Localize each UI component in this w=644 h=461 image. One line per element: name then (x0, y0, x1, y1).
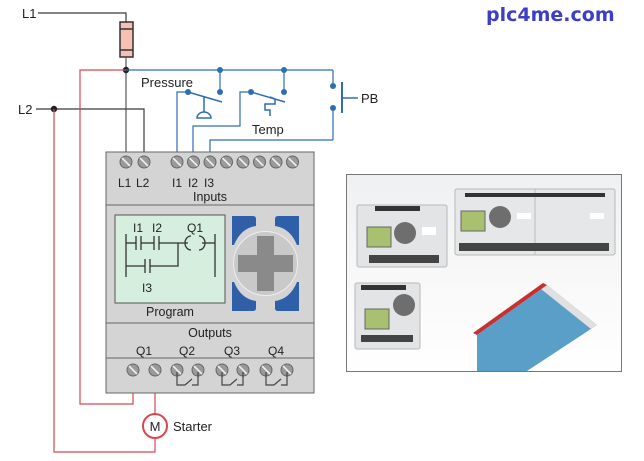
coil-label-q1: Q1 (187, 221, 203, 235)
keypad[interactable] (232, 216, 299, 311)
temp-switch-icon (248, 67, 287, 116)
contact-label-i1: I1 (133, 221, 143, 235)
terminal-screw (119, 155, 133, 169)
input-terminal-strip (119, 155, 299, 169)
motor-starter-icon (142, 413, 168, 439)
l2-label: L2 (18, 102, 32, 117)
terminal-label-i3: I3 (204, 176, 214, 190)
terminal-screw (126, 363, 140, 377)
pressure-switch-icon (185, 67, 223, 119)
l1-label: L1 (22, 6, 36, 21)
terminal-screw (187, 155, 200, 169)
plc-device-large (454, 188, 616, 256)
output-wire-l2 (53, 109, 156, 453)
software-manual (473, 283, 597, 371)
plc-product-photo (346, 174, 622, 372)
terminal-screw (253, 155, 266, 169)
fuse-icon (119, 21, 134, 58)
l2-wire (36, 108, 145, 155)
terminal-screw (203, 155, 217, 169)
terminal-label-i2: I2 (188, 176, 198, 190)
terminal-screw (137, 155, 151, 169)
inputs-label: Inputs (193, 190, 227, 204)
starter-label: Starter (173, 419, 213, 434)
terminal-label-q4: Q4 (268, 344, 284, 358)
pressure-label: Pressure (141, 75, 193, 90)
temp-label: Temp (252, 122, 284, 137)
pushbutton-icon (330, 82, 358, 113)
output-terminal-strip (126, 363, 294, 377)
terminal-label-q1: Q1 (136, 344, 152, 358)
contact-label-i3: I3 (142, 281, 152, 295)
program-screen (114, 214, 226, 304)
pb-label: PB (361, 91, 378, 106)
outputs-label: Outputs (188, 326, 232, 340)
plc-device-small-1 (356, 204, 448, 268)
terminal-screw (148, 363, 162, 377)
terminal-screw (286, 155, 299, 169)
terminal-label-q2: Q2 (179, 344, 195, 358)
terminal-label-q3: Q3 (224, 344, 240, 358)
terminal-screw (170, 155, 184, 169)
ladder-rung (125, 234, 216, 277)
output-relay-contacts (176, 372, 288, 386)
terminal-label-l2: L2 (136, 176, 150, 190)
program-label: Program (146, 305, 194, 319)
output-wire-l1 (79, 69, 134, 405)
terminal-screw (236, 155, 250, 169)
terminal-screw (220, 155, 233, 169)
l1-wire (38, 12, 127, 22)
site-watermark: plc4me.com (486, 4, 615, 26)
plc-device-small-2 (354, 282, 421, 350)
terminal-label-l1: L1 (118, 176, 132, 190)
contact-label-i2: I2 (152, 221, 162, 235)
terminal-screw (269, 155, 283, 169)
motor-symbol: M (150, 419, 161, 434)
terminal-label-i1: I1 (172, 176, 182, 190)
